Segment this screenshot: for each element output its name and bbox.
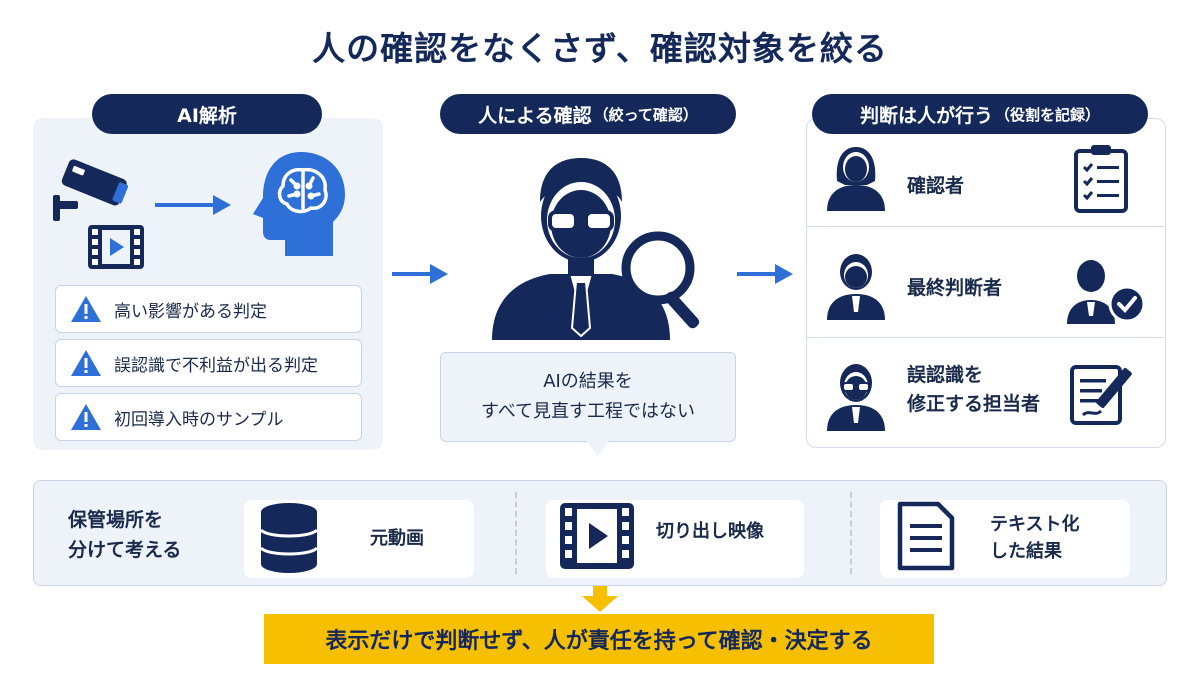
arrow-right-icon [392, 264, 448, 284]
divider [850, 492, 852, 574]
person-with-glasses-icon [827, 364, 885, 431]
review-note-box: AIの結果を すべて見直す工程ではない [440, 352, 736, 442]
list-item-misrecognition: 誤認識で不利益が出る判定 [55, 339, 362, 387]
conclusion-banner: 表示だけで判断せず、人が責任を持って確認・決定する [264, 614, 934, 664]
divider [515, 492, 517, 574]
roles-header: 判断は人が行う（役割を記録） [812, 94, 1148, 134]
film-play-icon [560, 503, 634, 569]
page-title: 人の確認をなくさず、確認対象を絞る [312, 29, 888, 68]
male-person-icon [827, 254, 885, 320]
note-pointer [586, 440, 610, 456]
role-row-final-decider: 最終判断者 [807, 230, 1164, 338]
human-review-header: 人による確認（絞って確認） [440, 94, 736, 134]
checklist-clipboard-icon [1074, 145, 1128, 213]
role-row-corrector: 誤認識を 修正する担当者 [807, 341, 1164, 447]
roles-panel: 確認者 最終判断者 [806, 118, 1166, 448]
list-item-high-impact: 高い影響がある判定 [55, 285, 362, 333]
ai-analysis-header: AI解析 [92, 94, 322, 134]
ai-brain-head-icon [253, 152, 345, 256]
warning-icon [71, 350, 101, 376]
warning-icon [71, 296, 101, 322]
reviewer-person-icon [492, 158, 700, 340]
arrow-right-icon [737, 264, 793, 284]
female-person-icon [827, 147, 885, 211]
warning-icon [71, 404, 101, 430]
edit-document-icon [1070, 365, 1132, 425]
arrow-right-icon [155, 195, 231, 215]
role-row-reviewer: 確認者 [807, 119, 1164, 227]
video-film-icon [88, 225, 144, 269]
database-icon [259, 503, 319, 573]
security-camera-icon [53, 159, 129, 221]
approver-check-icon [1067, 260, 1146, 324]
storage-title: 保管場所を 分けて考える [68, 509, 182, 561]
arrow-down-icon [582, 586, 618, 612]
text-document-icon [897, 501, 955, 571]
list-item-initial-sample: 初回導入時のサンプル [55, 393, 362, 441]
